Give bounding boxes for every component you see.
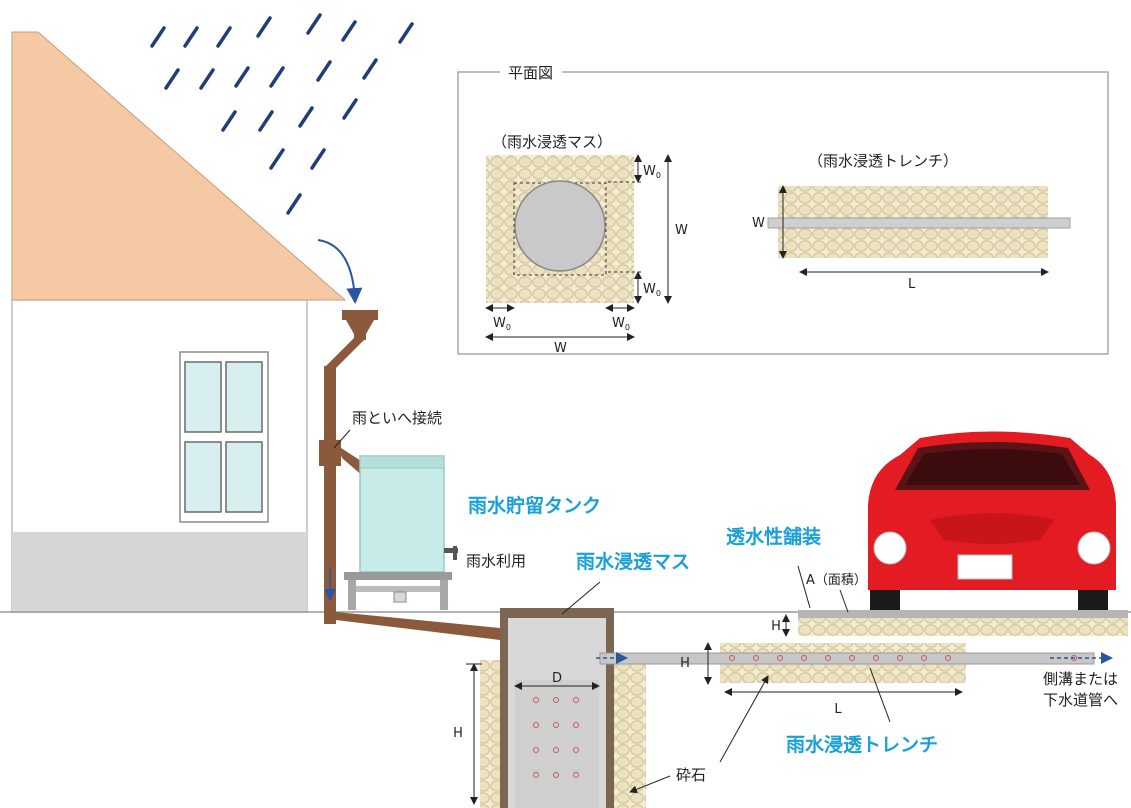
- masu-d-label: D: [552, 671, 562, 686]
- plan-trench-w: W: [752, 216, 765, 231]
- plan-trench-title: （雨水浸透トレンチ）: [808, 152, 958, 170]
- car-icon: [868, 431, 1116, 614]
- tank-label: 雨水貯留タンク: [468, 494, 601, 517]
- plan-trench-l: L: [908, 277, 916, 292]
- gravel-label: 砕石: [676, 766, 706, 784]
- outlet-label-1: 側溝または: [1043, 670, 1118, 688]
- plan-w0-left: W0: [493, 316, 511, 332]
- rain-icon: [150, 13, 414, 215]
- window: [179, 351, 269, 523]
- plan-w-horizontal: W: [554, 341, 567, 356]
- plan-view-panel: 平面図 （雨水浸透マス） （雨水浸透トレンチ） W0 W0 W W0 W0 W …: [457, 62, 1109, 356]
- plan-w0-right: W0: [612, 316, 630, 332]
- infiltration-masu-label: 雨水浸透マス: [576, 551, 690, 573]
- tank-icon: [344, 455, 452, 610]
- infiltration-trench-label: 雨水浸透トレンチ: [786, 734, 938, 756]
- section-dimensions: [333, 429, 963, 805]
- rain-use-label: 雨水利用: [466, 552, 526, 570]
- plan-w0-bottom: W0: [643, 282, 661, 298]
- plan-masu-title: （雨水浸透マス）: [492, 133, 612, 151]
- faucet-icon: [444, 546, 458, 560]
- plan-w0-top: W0: [643, 164, 661, 180]
- masu-h-label: H: [453, 726, 463, 741]
- infiltration-masu-section: D: [480, 608, 646, 808]
- plan-view-title: 平面図: [508, 64, 553, 82]
- trench-h-label: H: [680, 656, 690, 671]
- permeable-pavement-label: 透水性舗装: [726, 525, 821, 548]
- gutter-connection-label: 雨といへ接続: [352, 409, 442, 427]
- outlet-label-2: 下水道管へ: [1043, 691, 1118, 709]
- plan-w-vertical: W: [675, 223, 688, 238]
- trench-l-label: L: [834, 702, 842, 717]
- pavement-h-label: H: [771, 619, 781, 634]
- infiltration-trench-section: [596, 643, 1113, 683]
- house-icon: [11, 31, 363, 613]
- permeable-pavement: [798, 610, 1128, 636]
- area-label: A（面積）: [806, 573, 867, 588]
